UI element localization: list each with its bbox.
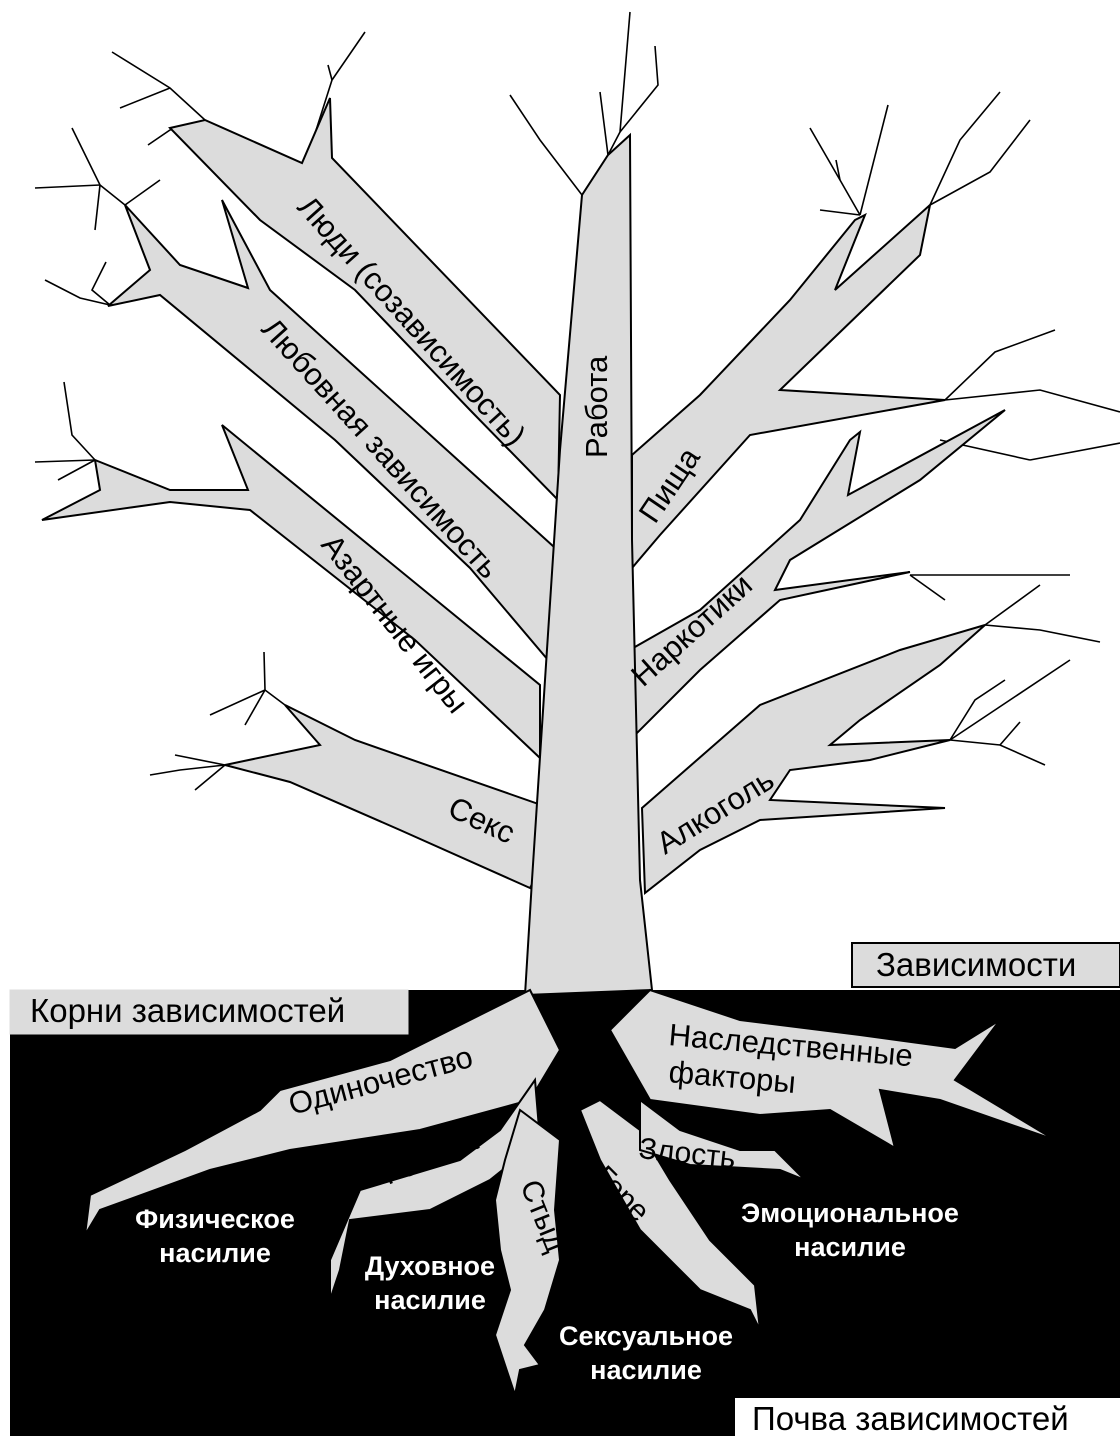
- branches: [42, 98, 1005, 893]
- box-roots: Корни зависимостей: [10, 990, 408, 1034]
- soil-sexual-line2: насилие: [590, 1355, 702, 1385]
- box-soil-text: Почва зависимостей: [752, 1400, 1069, 1436]
- soil-emotional-line1: Эмоциональное: [741, 1198, 959, 1228]
- box-roots-text: Корни зависимостей: [30, 992, 345, 1029]
- soil-physical-line1: Физическое: [135, 1204, 295, 1234]
- soil-sexual-line1: Сексуальное: [559, 1321, 733, 1351]
- soil-physical-line2: насилие: [159, 1238, 271, 1268]
- soil-spiritual-line1: Духовное: [365, 1251, 495, 1281]
- soil-spiritual-line2: насилие: [374, 1285, 486, 1315]
- box-addictions: Зависимости: [852, 943, 1120, 987]
- branch-food: [632, 205, 945, 568]
- box-addictions-text: Зависимости: [876, 946, 1076, 983]
- soil-emotional-line2: насилие: [794, 1232, 906, 1262]
- box-soil: Почва зависимостей: [735, 1398, 1120, 1436]
- label-trunk: Работа: [579, 355, 614, 458]
